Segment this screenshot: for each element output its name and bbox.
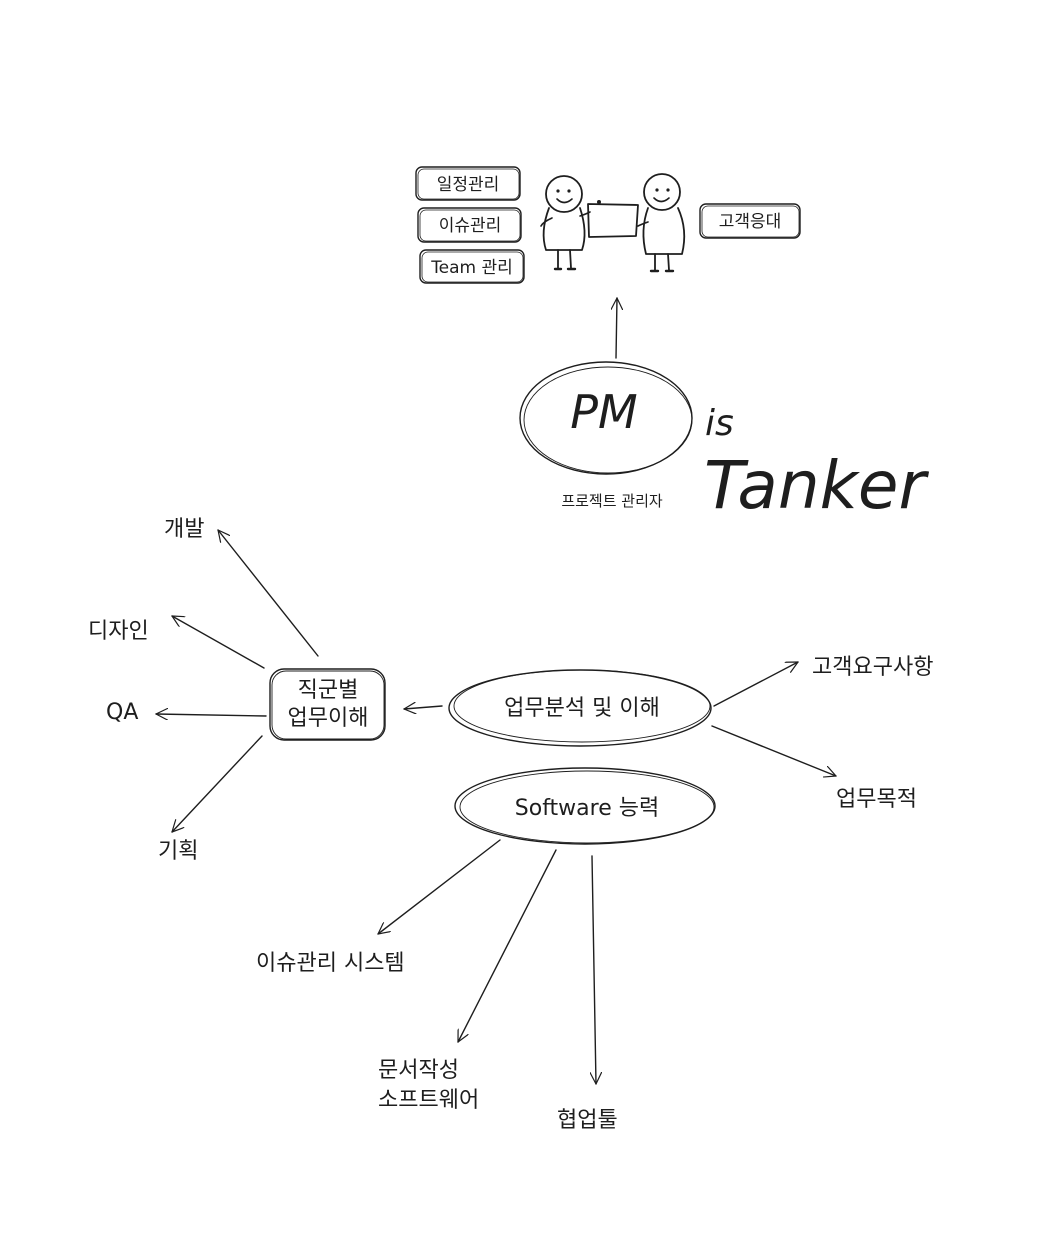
- role-qa-label: QA: [106, 700, 138, 725]
- arrow-software-to-collab: [592, 855, 596, 1085]
- tagline-tanker: Tanker: [704, 447, 929, 524]
- issue-system-label: 이슈관리 시스템: [256, 951, 405, 976]
- role-design-label: 디자인: [88, 619, 149, 644]
- pm-caption: 프로젝트 관리자: [561, 492, 663, 510]
- pm-node: PM: [519, 361, 693, 475]
- task-label-team: Team 관리: [430, 258, 513, 278]
- jobs-node-line2: 업무이해: [288, 706, 369, 731]
- collaboration-figures-icon: [540, 173, 686, 273]
- jobs-node: 직군별 업무이해: [269, 668, 386, 741]
- center-node-label: 업무분석 및 이해: [504, 696, 660, 721]
- software-node-label: Software 능력: [515, 796, 659, 821]
- purpose-label: 업무목적: [836, 787, 917, 812]
- role-dev-label: 개발: [164, 517, 204, 542]
- task-box-team: Team 관리: [419, 249, 525, 284]
- arrow-center-to-requirements: [713, 661, 799, 707]
- jobs-node-line1: 직군별: [298, 678, 359, 703]
- software-node: Software 능력: [454, 767, 716, 845]
- tagline-is: is: [705, 403, 734, 444]
- task-label-issue: 이슈관리: [439, 216, 502, 236]
- arrow-center-to-purpose: [711, 725, 837, 776]
- arrow-jobs-to-qa: [155, 714, 267, 716]
- arrow-jobs-to-dev: [217, 529, 319, 657]
- doc-software-line1: 문서작성: [378, 1058, 459, 1083]
- role-planning-label: 기획: [158, 839, 198, 864]
- customer-service-box: 고객응대: [699, 203, 801, 239]
- customer-service-label: 고객응대: [719, 212, 782, 232]
- task-label-schedule: 일정관리: [437, 175, 500, 195]
- arrow-software-to-doc: [457, 849, 557, 1043]
- arrow-center-to-jobs: [403, 706, 443, 709]
- pm-title: PM: [570, 385, 637, 439]
- doc-software-line2: 소프트웨어: [378, 1088, 479, 1113]
- arrow-pm-up: [616, 297, 617, 359]
- center-node: 업무분석 및 이해: [448, 669, 712, 747]
- collab-tool-label: 협업툴: [557, 1108, 618, 1133]
- task-box-schedule: 일정관리: [415, 166, 521, 201]
- arrow-jobs-to-planning: [171, 735, 263, 833]
- task-box-issue: 이슈관리: [417, 207, 522, 243]
- arrow-software-to-issue: [377, 839, 501, 935]
- requirements-label: 고객요구사항: [812, 655, 933, 680]
- arrow-jobs-to-design: [171, 615, 265, 669]
